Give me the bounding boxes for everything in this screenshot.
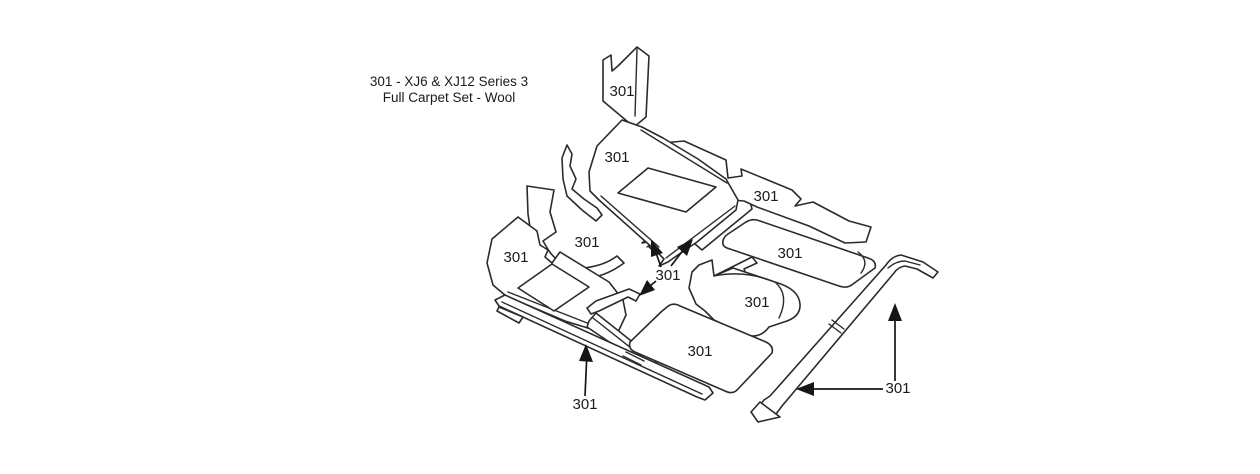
part-label-right-front-mat: 301 — [604, 149, 629, 166]
part-label-rear-shelf-strip: 301 — [753, 188, 778, 205]
arrow-left-sill — [579, 344, 593, 397]
arrow-center-upright — [670, 239, 693, 267]
right-front-mat — [588, 119, 739, 267]
part-label-side-trim: 301 — [574, 234, 599, 251]
part-label-rear-seat-mat: 301 — [777, 245, 802, 262]
part-label-left-sill: 301 — [572, 396, 597, 413]
left-mat-heel-pad — [517, 263, 590, 312]
right-sill-strip — [750, 254, 939, 423]
arrow-center-upleft — [651, 240, 663, 268]
right-a-post-trim — [561, 144, 603, 222]
part-label-right-sill: 301 — [885, 380, 910, 397]
arrow-right-sill-up — [888, 303, 902, 381]
part-label-left-front-mat: 301 — [503, 249, 528, 266]
right-mat-heel-pad — [617, 167, 717, 213]
rear-floor-mat — [628, 303, 774, 394]
arrow-right-sill-left — [796, 382, 883, 396]
top-heelboard-piece — [602, 46, 650, 128]
rear-seat-mat — [722, 218, 877, 288]
part-label-top-heelboard: 301 — [609, 83, 634, 100]
diagram-title-line2: Full Carpet Set - Wool — [383, 90, 516, 105]
diagram-title-line1: 301 - XJ6 & XJ12 Series 3 — [370, 74, 528, 89]
part-label-center-sills: 301 — [655, 267, 680, 284]
part-label-tunnel-piece: 301 — [744, 294, 769, 311]
part-label-rear-floor-mat: 301 — [687, 343, 712, 360]
left-sill-strip — [494, 294, 714, 401]
arrow-center-downleft — [639, 280, 657, 296]
